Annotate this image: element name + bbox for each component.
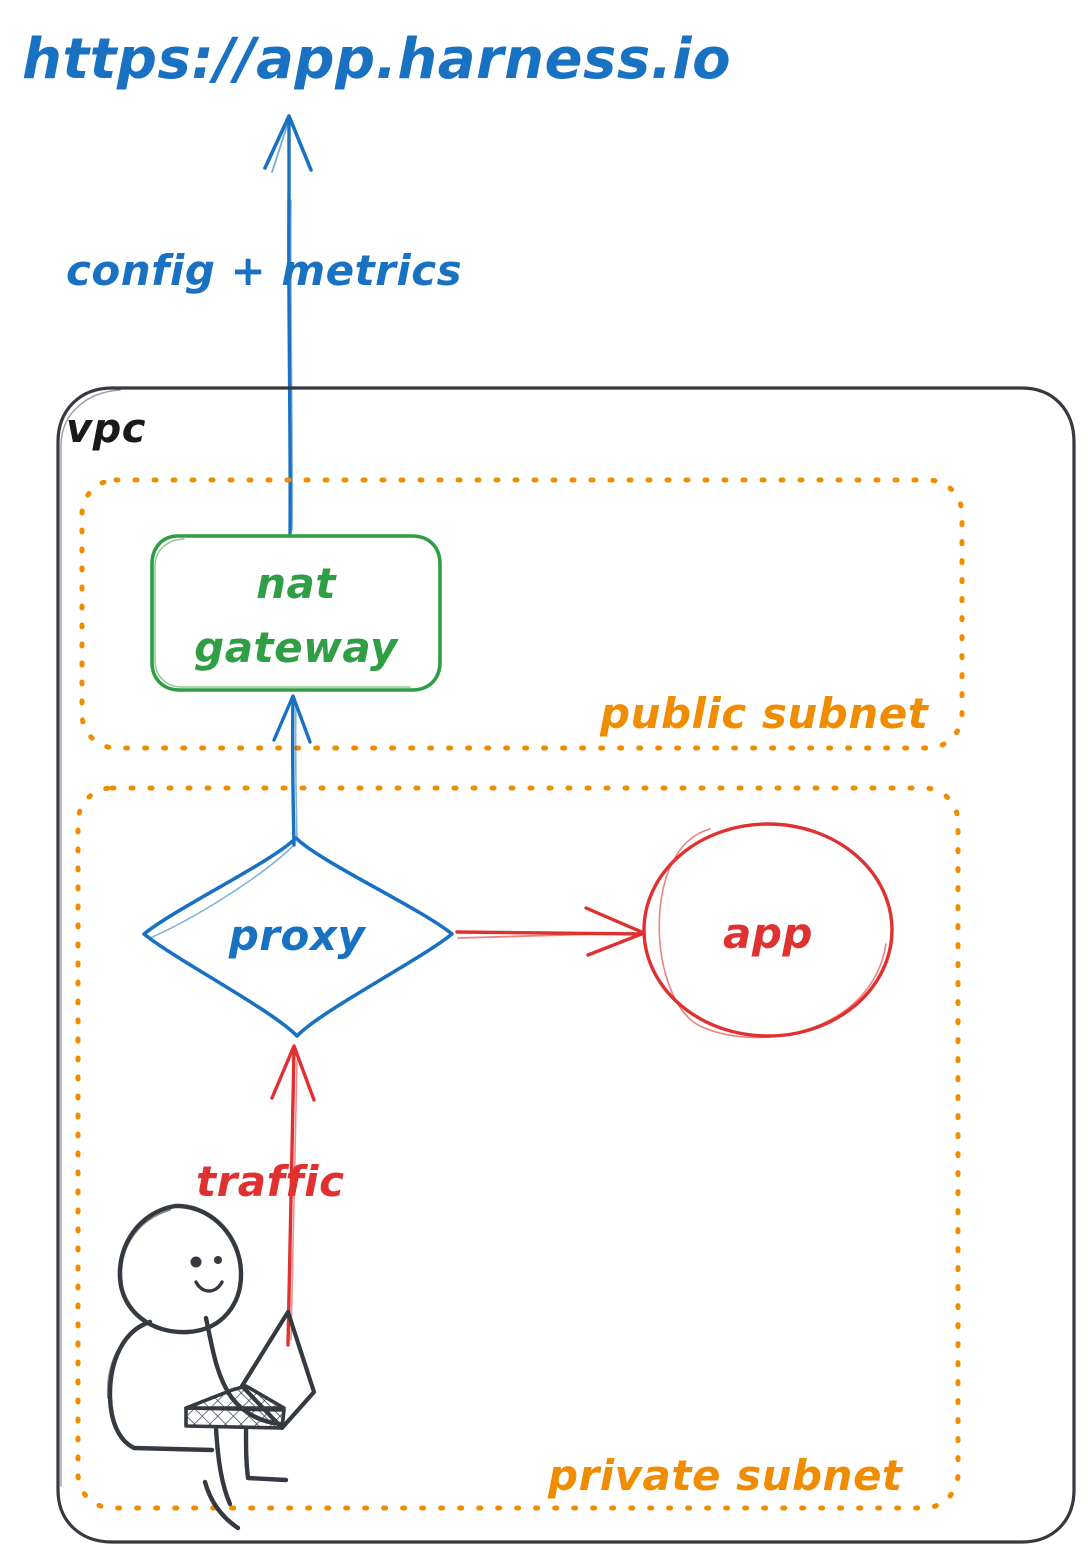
edge-proxy-to-app — [455, 906, 646, 957]
external-url-text: https://app.harness.io — [22, 27, 731, 92]
edge-config-metrics-label-text: config + metrics — [66, 246, 462, 295]
edge-proxy-to-nat — [272, 694, 312, 847]
edge-proxy-to-app-arrowhead — [584, 906, 646, 957]
public-subnet-container: public subnet — [79, 477, 965, 751]
user-smile-icon — [194, 1280, 224, 1293]
private-subnet-border — [75, 785, 961, 1511]
edge-config-metrics-arrowhead — [263, 114, 313, 172]
user-leg-icon — [213, 1425, 233, 1507]
edge-proxy-to-nat-arrowhead — [272, 694, 312, 744]
proxy-shape-overlay — [149, 845, 294, 939]
laptop-base-icon-2 — [184, 1406, 286, 1430]
edge-config-metrics — [263, 114, 313, 537]
node-proxy[interactable]: proxy — [142, 836, 454, 1038]
node-nat-gateway[interactable]: nat gateway — [150, 534, 442, 692]
edge-config-metrics-arrowhead-2 — [271, 119, 290, 173]
edge-proxy-to-nat-shaft — [290, 698, 296, 847]
private-subnet-label: private subnet — [547, 1451, 904, 1500]
edge-traffic-shaft-2 — [290, 1059, 298, 1341]
nat-gateway-label-line1: nat — [256, 559, 337, 608]
proxy-shape[interactable] — [142, 836, 454, 1038]
app-label-text: app — [723, 909, 813, 958]
edge-config-metrics-label: config + metrics — [66, 246, 462, 295]
vpc-container: vpc — [56, 386, 1076, 1544]
edge-traffic-arrowhead — [270, 1044, 316, 1102]
edge-traffic-label-text: traffic — [196, 1157, 344, 1206]
edge-config-metrics-shaft-2 — [289, 199, 294, 531]
private-subnet-label-text: private subnet — [547, 1451, 904, 1500]
proxy-label: proxy — [228, 911, 367, 960]
nat-gateway-label-line2-text: gateway — [194, 623, 399, 672]
user-head-icon — [117, 1203, 244, 1335]
external-url-label: https://app.harness.io — [22, 27, 731, 92]
user-eye-icon — [190, 1256, 202, 1268]
edge-proxy-to-app-shaft-2 — [457, 932, 635, 939]
private-subnet-container: private subnet — [75, 785, 961, 1511]
proxy-label-text: proxy — [228, 911, 367, 960]
user-eye-icon-2 — [214, 1256, 222, 1264]
vpc-border — [56, 386, 1076, 1544]
laptop-base-icon — [184, 1384, 286, 1410]
nat-gateway-shape-overlay — [154, 538, 411, 688]
user-head-overlay — [120, 1209, 171, 1283]
edge-config-metrics-shaft — [287, 116, 292, 537]
public-subnet-label: public subnet — [599, 689, 930, 738]
user-body-icon — [107, 1319, 215, 1453]
nat-gateway-label-line2: gateway — [194, 623, 399, 672]
node-app[interactable]: app — [642, 822, 894, 1039]
edge-proxy-to-nat-shaft-2 — [294, 705, 298, 841]
app-label: app — [723, 909, 813, 958]
public-subnet-label-text: public subnet — [599, 689, 930, 738]
app-shape[interactable] — [642, 822, 894, 1038]
app-shape-overlay — [658, 828, 887, 1039]
vpc-label: vpc — [66, 406, 146, 452]
user-foot-icon — [202, 1479, 241, 1531]
vpc-label-text: vpc — [66, 406, 146, 452]
nat-gateway-label-line1-text: nat — [256, 559, 337, 608]
vpc-border-sketch-overlay — [60, 389, 121, 1487]
user-leg-icon-2 — [243, 1425, 289, 1483]
edge-traffic-label: traffic — [196, 1157, 344, 1206]
user-body-overlay — [106, 1325, 145, 1399]
node-user[interactable] — [106, 1203, 317, 1531]
nat-gateway-shape[interactable] — [150, 534, 442, 692]
